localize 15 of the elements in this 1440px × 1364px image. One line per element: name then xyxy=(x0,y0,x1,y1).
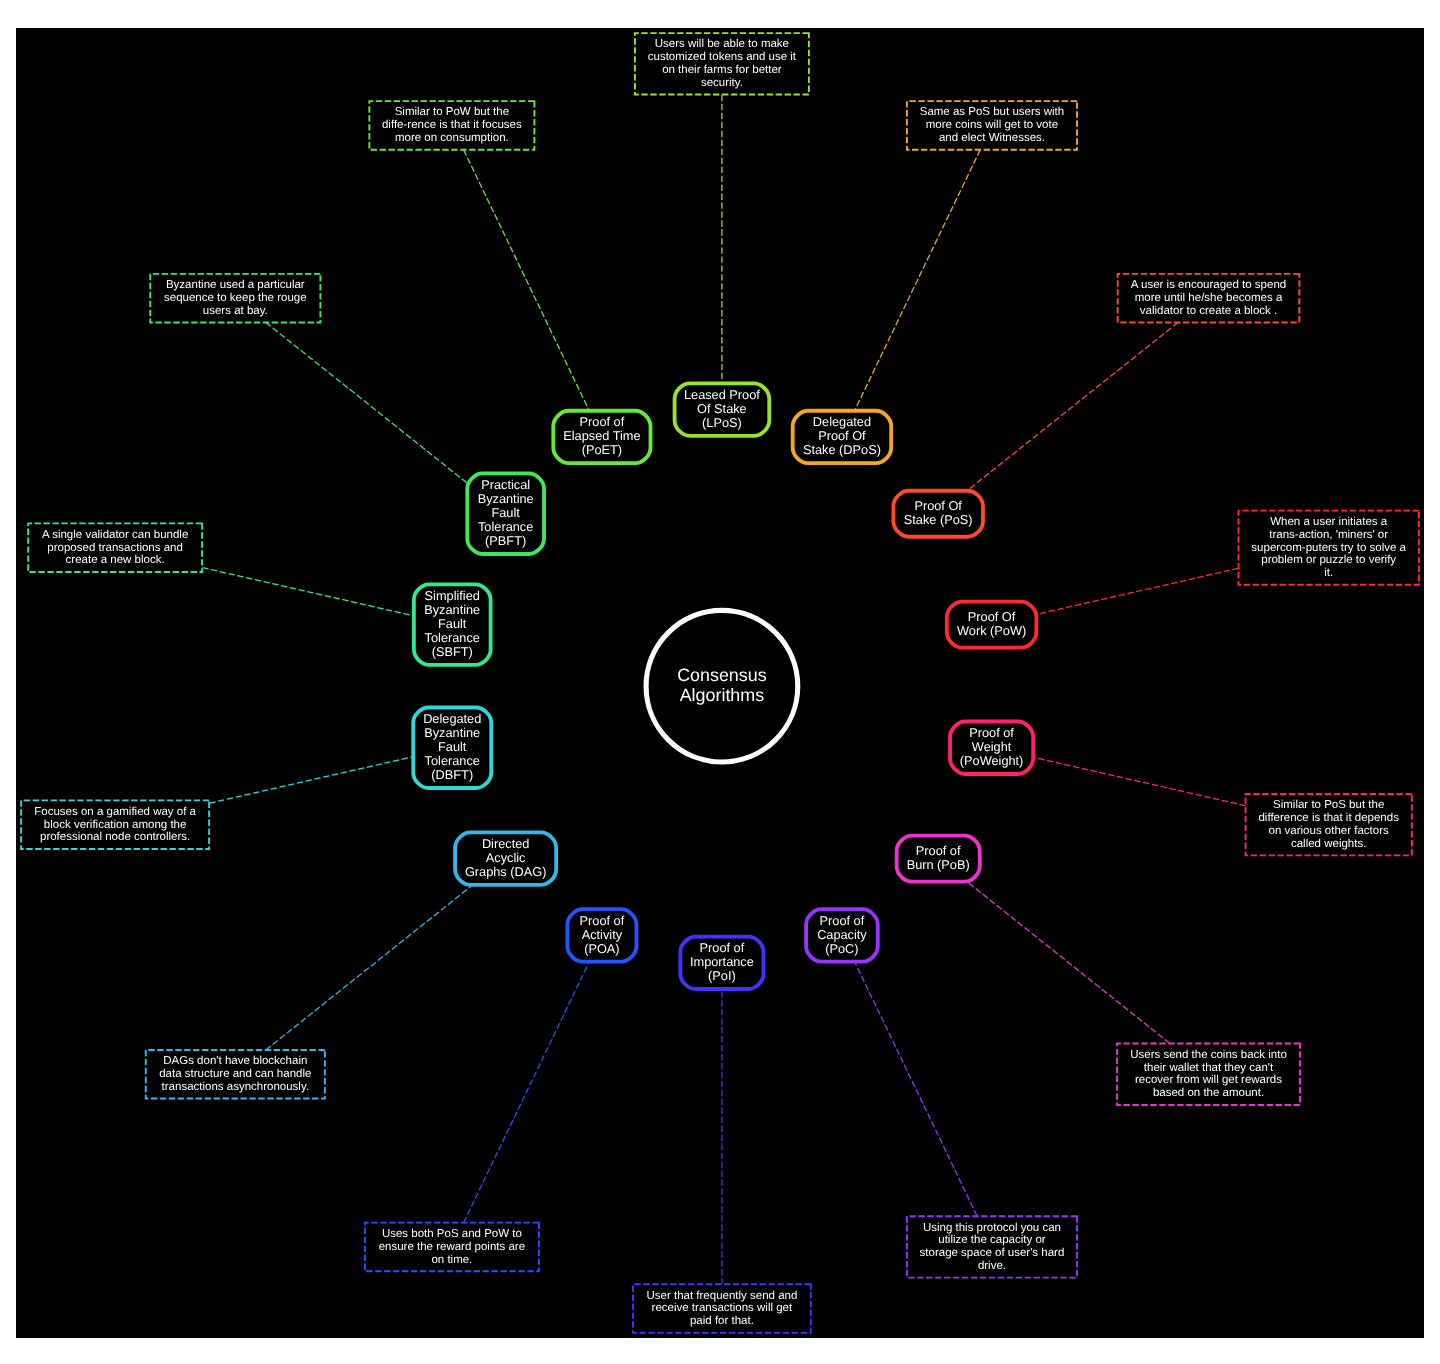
connector xyxy=(854,960,978,1216)
connector xyxy=(201,565,415,616)
connector xyxy=(208,755,414,803)
connector xyxy=(1036,566,1239,614)
connector xyxy=(966,880,1171,1043)
connector xyxy=(265,320,468,483)
connector xyxy=(721,987,723,1284)
connector xyxy=(1032,755,1246,806)
node-circle: Consensus Algorithms xyxy=(643,606,801,764)
connector xyxy=(854,148,981,411)
connector xyxy=(463,960,590,1223)
connector xyxy=(966,320,1179,491)
connector xyxy=(463,148,590,411)
connector xyxy=(721,93,723,383)
connector xyxy=(265,883,474,1050)
